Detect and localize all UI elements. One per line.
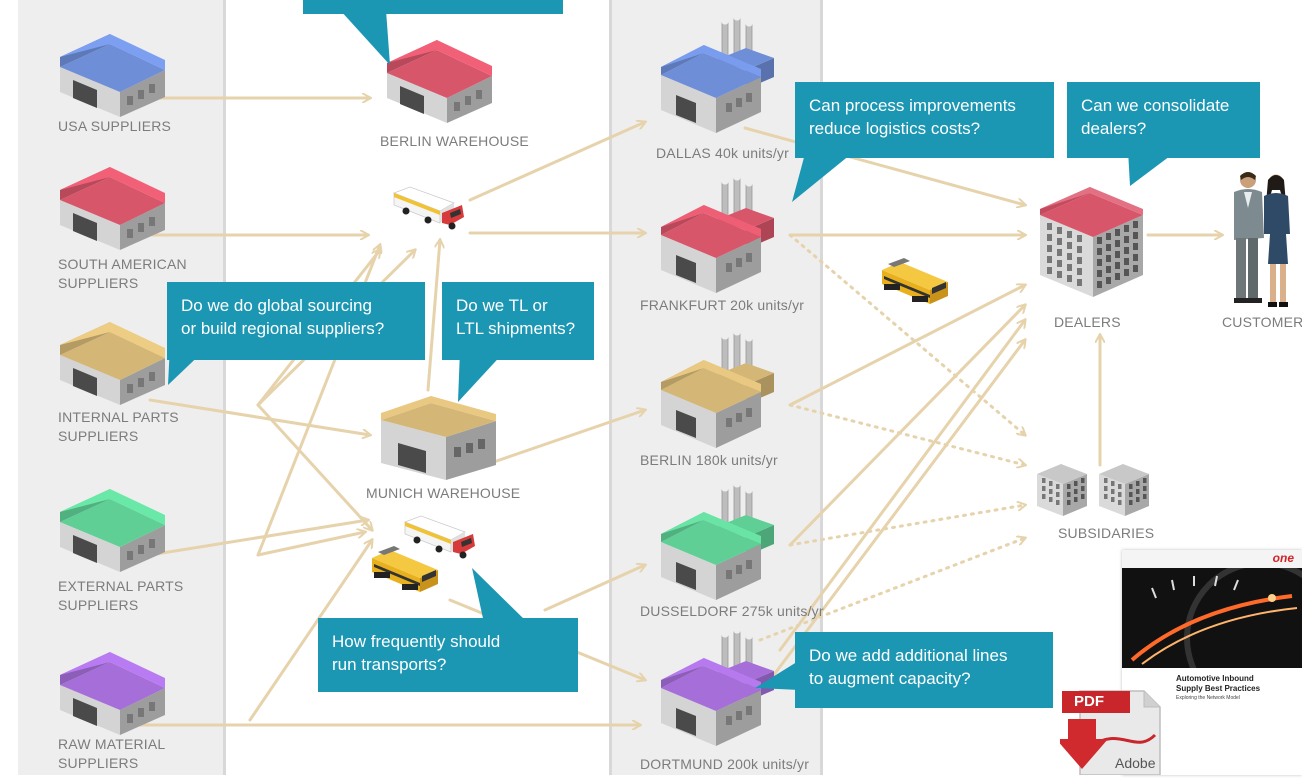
munich-warehouse-icon [376, 385, 501, 485]
internal-parts-suppliers-building-icon [55, 310, 170, 410]
process-callout-tail [792, 150, 856, 202]
flow-arrow [768, 340, 1025, 682]
berlin-plant-icon [656, 330, 781, 455]
usa-suppliers-label: USA SUPPLIERS [58, 118, 172, 134]
consolidate-callout-tail [1128, 150, 1178, 186]
flow-arrow [543, 565, 645, 612]
top-callout-tail [340, 10, 390, 65]
flow-arrow [148, 520, 368, 557]
report-title-line2: Supply Best Practices [1176, 684, 1261, 693]
train-icon [370, 540, 445, 605]
capacity-callout-tail [755, 660, 800, 690]
flow-arrow [788, 305, 1025, 547]
munich-warehouse-label: MUNICH WAREHOUSE [366, 485, 521, 501]
flow-arrow [256, 532, 365, 557]
berlin-warehouse-icon [382, 28, 497, 128]
pdf-label: PDF [1074, 693, 1104, 710]
dealers-label: DEALERS [1054, 314, 1121, 330]
report-header-strip: one [1122, 550, 1302, 569]
dusseldorf-plant-icon [656, 482, 781, 607]
customers-people-icon [1226, 168, 1296, 318]
flow-arrow [788, 285, 1025, 407]
flow-arrow [468, 122, 645, 202]
flow-arrow [248, 540, 372, 722]
dotted-flow-arrow [788, 505, 1025, 547]
dusseldorf-plant-label: DUSSELDORF 275k units/yr [640, 603, 824, 619]
truck-icon [403, 512, 478, 567]
subsidiaries-label: SUBSIDARIES [1058, 525, 1155, 541]
report-brand-logo: one [1272, 551, 1294, 565]
dealers-building-icon [1035, 185, 1150, 305]
berlin-plant-label: BERLIN 180k units/yr [640, 452, 778, 468]
frankfurt-plant-label: FRANKFURT 20k units/yr [640, 297, 805, 313]
dallas-plant-icon [656, 15, 781, 140]
flow-arrow [256, 403, 372, 530]
raw-material-suppliers-building-icon [55, 640, 170, 740]
frankfurt-plant-icon [656, 175, 781, 300]
truck-icon [392, 183, 467, 238]
dortmund-plant-icon [656, 628, 781, 753]
pdf-download-icon[interactable]: PDF Adobe [1056, 685, 1165, 776]
flow-arrow [426, 240, 440, 392]
dortmund-plant-label: DORTMUND 200k units/yr [640, 756, 810, 772]
frequency-callout-tail [472, 568, 528, 623]
report-title-line1: Automotive Inbound [1176, 674, 1254, 683]
flow-arrow [148, 398, 370, 435]
report-subtitle: Exploring the Network Model [1176, 695, 1240, 701]
adobe-label: Adobe [1115, 755, 1156, 771]
usa-suppliers-building-icon [55, 22, 170, 122]
flow-arrow [743, 126, 1025, 205]
lane-divider [609, 0, 612, 775]
dotted-flow-arrow [788, 403, 1025, 465]
shipments-callout-tail [458, 350, 506, 402]
south-american-suppliers-building-icon [55, 155, 170, 255]
flow-arrow [483, 410, 645, 467]
dotted-flow-arrow [758, 538, 1025, 642]
external-parts-suppliers-building-icon [55, 477, 170, 577]
dallas-plant-label: DALLAS 40k units/yr [656, 145, 789, 161]
berlin-warehouse-label: BERLIN WAREHOUSE [380, 133, 529, 149]
subsidiaries-buildings-icon [1035, 464, 1155, 525]
speedometer-image [1122, 568, 1302, 668]
dotted-flow-arrow [788, 233, 1025, 435]
train-icon [880, 252, 955, 317]
flow-arrow [778, 320, 1025, 652]
lane-divider [223, 0, 226, 775]
